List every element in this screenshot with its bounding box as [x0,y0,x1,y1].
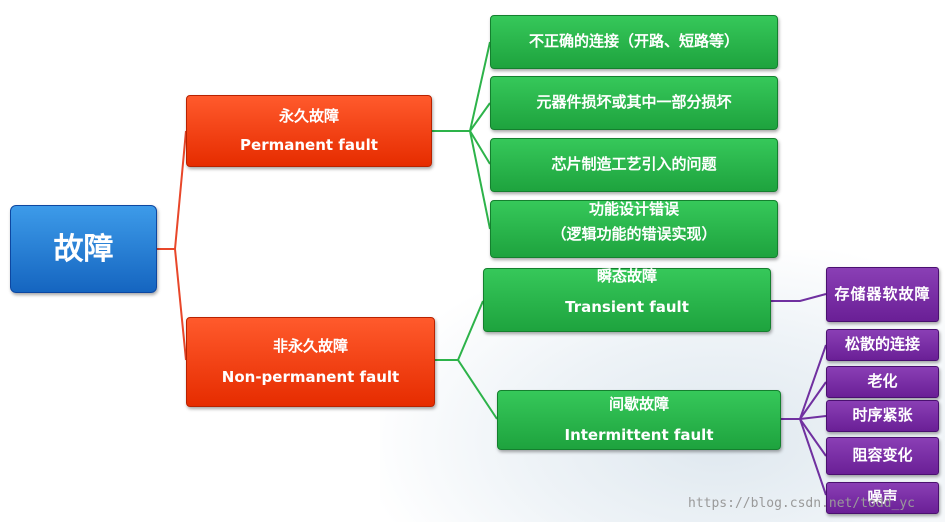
connector-permanent-child-2 [432,102,491,132]
connector-root-permanent [157,130,187,250]
connector-nonpermanent-transient [435,300,484,361]
node-label: 老化 [867,372,898,391]
node-label: 不正确的连接（开路、短路等） [528,32,739,51]
node-permanent-fault: 永久故障 Permanent fault [186,95,432,167]
node-label-en: Permanent fault [240,136,378,154]
node-manufacturing-issue: 芯片制造工艺引入的问题 [490,138,778,192]
root-node-fault: 故障 [10,205,157,293]
node-label-en: Transient fault [565,298,689,316]
node-timing-stress: 时序紧张 [826,400,939,432]
node-label: 阻容变化 [852,446,913,465]
node-incorrect-connection: 不正确的连接（开路、短路等） [490,15,778,69]
node-functional-design-error: 功能设计错误 （逻辑功能的错误实现） [490,200,778,258]
node-noise: 噪声 [826,482,939,514]
node-label: 存储器软故障 [834,285,931,304]
connector-nonpermanent-intermittent [435,359,498,420]
node-label-cn: 永久故障 [278,106,339,125]
node-label-en: Intermittent fault [564,426,714,444]
node-label: 时序紧张 [852,406,913,425]
connector-permanent-child-3 [432,130,491,165]
connector-intermittent-child-5 [781,418,827,496]
node-label: 噪声 [867,488,898,507]
node-aging: 老化 [826,366,939,398]
node-intermittent-fault: 间歇故障 Intermittent fault [497,390,781,450]
node-label: 芯片制造工艺引入的问题 [551,155,717,174]
connector-intermittent-child-4 [781,418,827,457]
node-memory-soft-error: 存储器软故障 [826,267,939,322]
node-label-line1: 功能设计错误 [588,199,679,218]
node-label-cn: 间歇故障 [608,394,669,413]
node-label: 元器件损坏或其中一部分损坏 [536,93,732,112]
node-label-en: Non-permanent fault [221,368,400,386]
connector-intermittent-child-1 [781,344,827,420]
connector-intermittent-child-2 [781,381,827,420]
node-transient-fault: 瞬态故障 Transient fault [483,266,771,332]
node-loose-connection: 松散的连接 [826,329,939,361]
node-label-cn: 非永久故障 [272,336,348,355]
node-component-damage: 元器件损坏或其中一部分损坏 [490,76,778,130]
node-non-permanent-fault: 非永久故障 Non-permanent fault [186,317,435,407]
connector-transient-child-1 [771,293,827,302]
connector-permanent-child-1 [432,41,491,132]
connector-permanent-child-4 [432,130,491,230]
watermark-url: https://blog.csdn.net/todd_yc [688,496,915,511]
node-label-cn: 瞬态故障 [596,266,657,285]
node-rc-variation: 阻容变化 [826,437,939,475]
node-label-line2: （逻辑功能的错误实现） [551,225,717,243]
node-label: 松散的连接 [844,335,920,354]
connector-root-nonpermanent [157,248,187,361]
root-label: 故障 [53,231,114,267]
